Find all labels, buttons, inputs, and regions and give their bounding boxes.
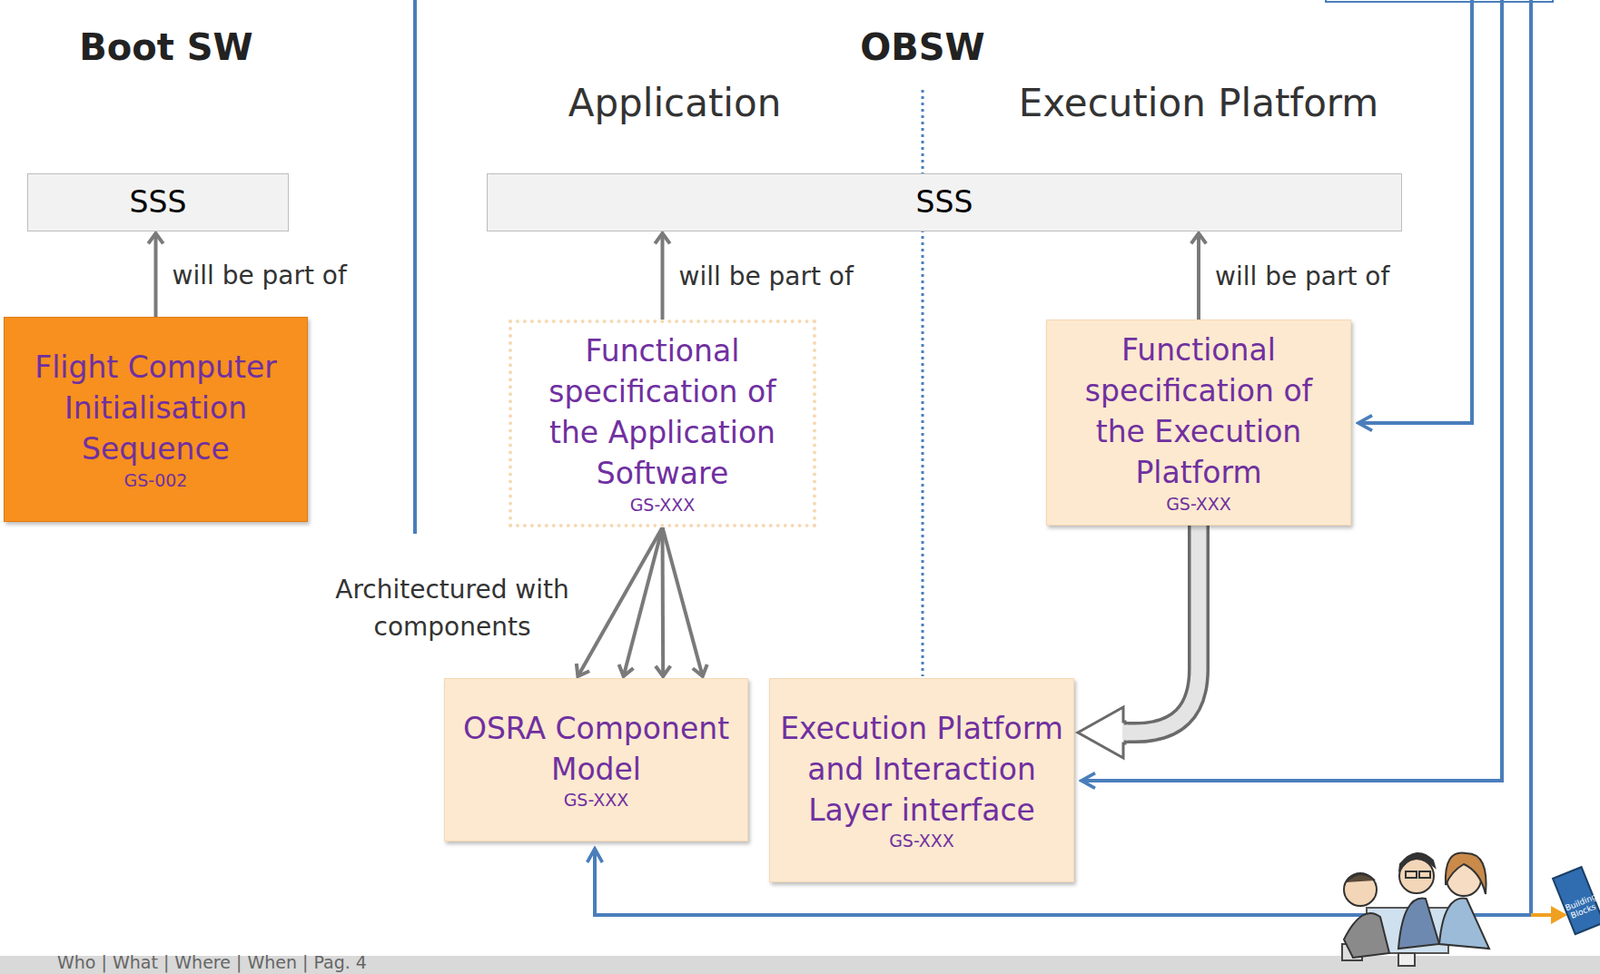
spec-bar: SSS (486, 173, 1403, 232)
document-id: GS-002 (13, 470, 298, 492)
arrowhead (576, 663, 590, 677)
connector-line (623, 527, 663, 677)
document-box: Functional specification of the Executio… (1046, 319, 1352, 526)
edge-label: will be part of (172, 260, 347, 291)
document-id: GS-XXX (454, 790, 739, 811)
section-heading: OBSW (859, 26, 985, 69)
connector-line (1196, 233, 1201, 320)
edge-label: Architectured with components (329, 572, 575, 646)
node-title: Flight Computer Initialisation Sequence (13, 347, 298, 471)
footer-text: Who | What | Where | When | Pag. 4 (57, 952, 367, 973)
spec-bar: SSS (27, 173, 289, 232)
building-blocks-illustration (1342, 852, 1600, 967)
document-box: Execution Platform and Interaction Layer… (769, 678, 1075, 883)
node-title: SSS (496, 182, 1393, 224)
document-id: GS-XXX (1056, 493, 1342, 515)
node-title: Functional specification of the Executio… (1056, 330, 1342, 494)
document-id: GS-XXX (779, 830, 1065, 852)
section-heading: Boot SW (79, 26, 253, 69)
connector-line (154, 233, 159, 317)
arrowhead (148, 233, 163, 244)
connector (619, 527, 663, 677)
connector (662, 527, 708, 677)
connector (654, 233, 670, 320)
connector (1077, 525, 1199, 759)
document-id: GS-XXX (521, 494, 804, 516)
arrowhead (654, 233, 670, 244)
arrowhead (692, 664, 708, 677)
hollow-arrowhead (1077, 707, 1126, 759)
connector (1191, 233, 1206, 320)
hollow-arrow-joint (1122, 725, 1128, 741)
column-heading: Application (568, 80, 782, 126)
arrowhead (655, 666, 671, 677)
hollow-arrow-outline (1123, 525, 1199, 733)
edge-label: will be part of (1214, 261, 1390, 292)
connector-line (577, 527, 662, 677)
column-heading: Execution Platform (1018, 80, 1380, 126)
document-box: Flight Computer Initialisation SequenceG… (3, 316, 308, 523)
document-box: OSRA Component ModelGS-XXX (444, 678, 749, 842)
connector-line (662, 527, 703, 677)
separator-line (413, 0, 417, 534)
node-title: Functional specification of the Applicat… (521, 331, 804, 495)
connector-line (661, 527, 666, 677)
node-title: OSRA Component Model (454, 709, 739, 791)
hollow-arrow-body (1123, 525, 1199, 733)
connector (576, 527, 663, 677)
document-box-draft: Functional specification of the Applicat… (508, 319, 817, 528)
offpage-box (1325, 0, 1553, 2)
connector-line (661, 233, 665, 320)
node-title: Execution Platform and Interaction Layer… (779, 709, 1065, 832)
arrowhead (1191, 233, 1206, 244)
connector (148, 233, 163, 317)
arrowhead (619, 664, 634, 677)
node-title: SSS (37, 182, 279, 224)
edge-label: will be part of (679, 261, 854, 292)
